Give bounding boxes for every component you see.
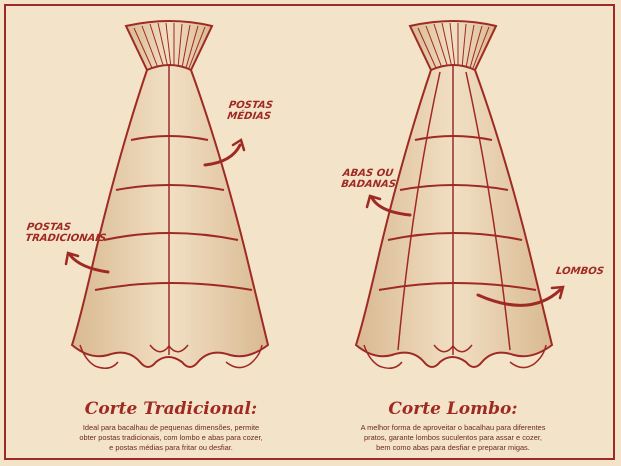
- label-abas-badanas: ABAS OU BADANAS: [340, 168, 398, 190]
- fish-traditional-cut: [72, 21, 268, 368]
- fish-loin-cut: [356, 21, 552, 368]
- label-postas-medias: POSTAS MÉDIAS: [226, 100, 273, 122]
- label-lombos: LOMBOS: [555, 266, 604, 277]
- desc-corte-tradicional: Ideal para bacalhau de pequenas dimensõe…: [21, 423, 321, 453]
- title-corte-tradicional: Corte Tradicional:: [21, 399, 321, 419]
- title-corte-lombo: Corte Lombo:: [303, 399, 603, 419]
- label-postas-tradicionais: POSTAS TRADICIONAIS: [24, 222, 108, 244]
- desc-corte-lombo: A melhor forma de aproveitar o bacalhau …: [303, 423, 603, 453]
- body-right: [356, 65, 552, 367]
